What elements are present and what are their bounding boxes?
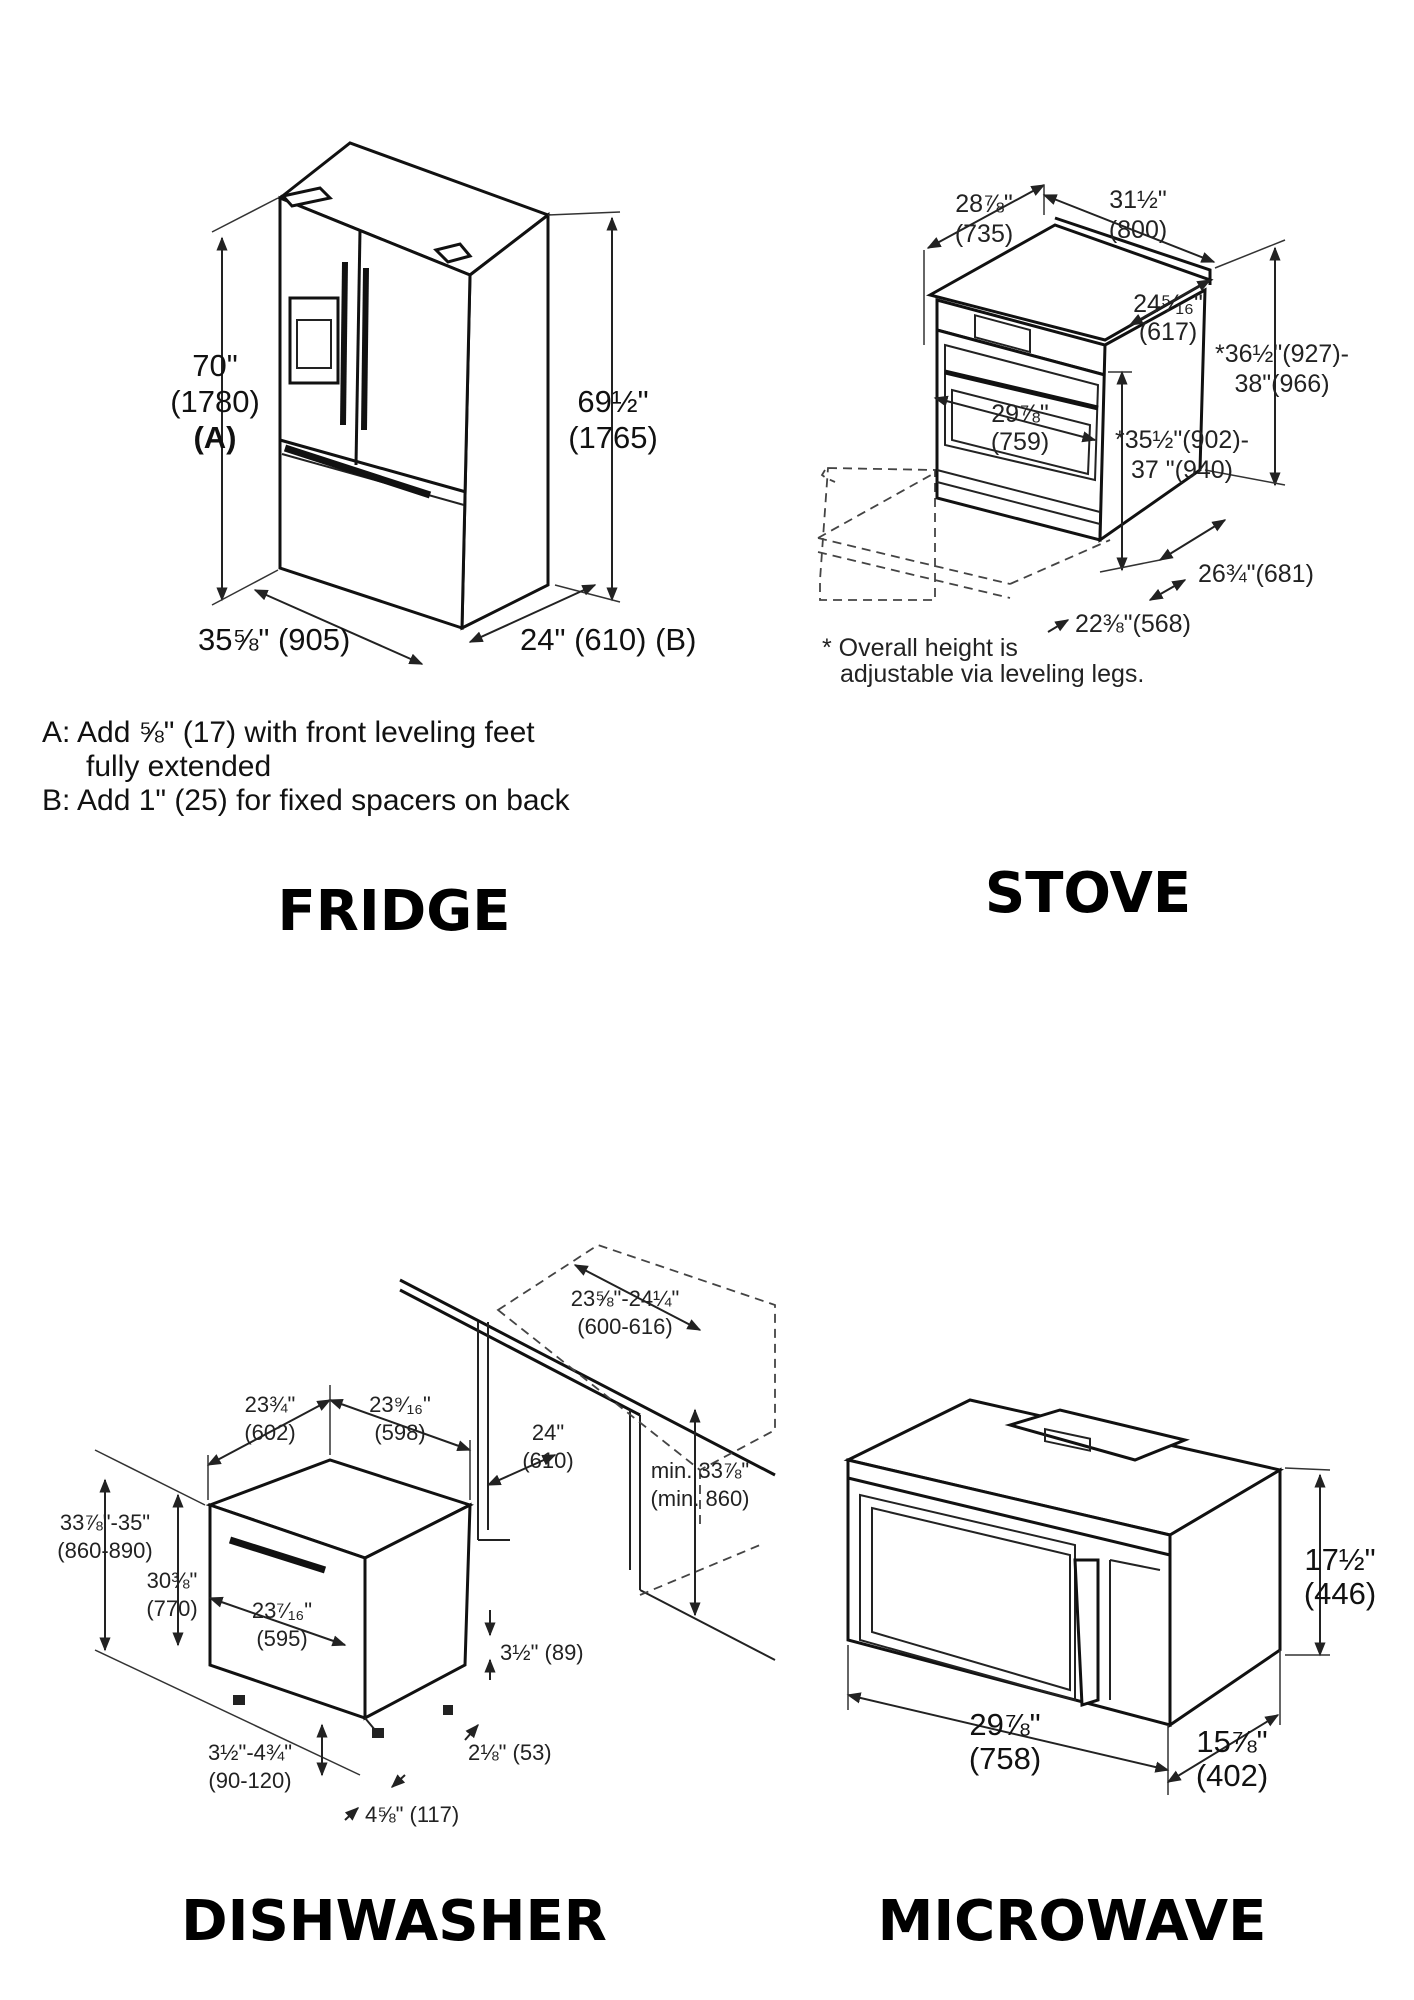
microwave-drawing [843, 1398, 1285, 1728]
dw-top-width: 23¾" [245, 1392, 296, 1417]
dishwasher-title: DISHWASHER [181, 1889, 607, 1954]
dw-top-width-mm: (602) [244, 1420, 295, 1445]
stove-overall-height-2: 38"(966) [1234, 370, 1329, 398]
stove-body-height: *35½"(902)- [1115, 426, 1249, 454]
microwave-title: MICROWAVE [878, 1889, 1267, 1954]
dw-body-height-mm: (770) [146, 1596, 197, 1621]
stove-cooktop-depth-mm: (617) [1139, 318, 1197, 346]
dw-leg-offset: 4⅝" (117) [365, 1802, 459, 1827]
fridge-width: 35⅝" (905) [198, 622, 350, 657]
dw-top-depth-mm: (598) [374, 1420, 425, 1445]
dw-min-height-mm: (min. 860) [650, 1486, 749, 1511]
stove-note-line2: adjustable via leveling legs. [840, 660, 1144, 688]
stove-depth-top-mm: (735) [955, 220, 1013, 248]
dw-leg-range: 3½"-4¾" [208, 1740, 292, 1765]
stove-front-width: 29⅞" [991, 400, 1049, 428]
fridge-title: FRIDGE [278, 879, 511, 944]
dw-cabinet-depth-mm: (610) [522, 1448, 573, 1473]
stove-dimension-lines [923, 184, 1286, 633]
fridge-height-left: 70" [192, 348, 238, 383]
dw-leg-range-mm: (90-120) [208, 1768, 291, 1793]
fridge-note-a-cont: fully extended [86, 750, 271, 783]
fridge-dimension-lines [211, 197, 621, 665]
stove-front-width-mm: (759) [991, 428, 1049, 456]
stove-depth-568: 22⅜"(568) [1075, 610, 1191, 638]
stove-width-top: 31½" [1109, 186, 1167, 214]
microwave-height-mm: (446) [1304, 1576, 1376, 1611]
stove-note-line1: * Overall height is [822, 634, 1018, 662]
fridge-note-b: B: Add 1" (25) for fixed spacers on back [42, 784, 571, 817]
dw-overall-height: 33⅞"-35" [60, 1510, 150, 1535]
dw-front-width-mm: (595) [256, 1626, 307, 1651]
dw-front-width: 23⁷⁄₁₆" [252, 1598, 312, 1623]
dw-body-height: 30⅜" [147, 1568, 198, 1593]
fridge-height-left-note: (A) [193, 420, 236, 455]
stove-depth-top: 28⅞" [955, 190, 1013, 218]
stove-body-height-2: 37 "(940) [1131, 456, 1233, 484]
stove-width-top-mm: (800) [1109, 216, 1167, 244]
stove-overall-height: *36½"(927)- [1215, 340, 1349, 368]
dw-kick-height: 3½" (89) [500, 1640, 584, 1665]
microwave-height: 17½" [1304, 1542, 1375, 1577]
fridge-height-right: 69½" [577, 384, 648, 419]
fridge-depth: 24" (610) (B) [520, 622, 696, 657]
fridge-note-a: A: Add ⅝" (17) with front leveling feet [42, 716, 535, 749]
fridge-height-left-mm: (1780) [170, 384, 260, 419]
dishwasher-dimension-lines [94, 1264, 702, 1821]
microwave-width-mm: (758) [969, 1741, 1041, 1776]
stove-depth-681: 26¾"(681) [1198, 560, 1314, 588]
stove-cooktop-depth: 24⁵⁄₁₆" [1133, 290, 1203, 318]
stove-title: STOVE [985, 861, 1191, 926]
dw-kick-depth: 2⅛" (53) [468, 1740, 552, 1765]
dw-opening-width: 23⅝"-24¼" [571, 1286, 680, 1311]
microwave-width: 29⅞" [969, 1707, 1040, 1742]
fridge-height-right-mm: (1765) [568, 420, 658, 455]
microwave-dimension-lines [846, 1467, 1331, 1795]
dw-min-height: min. 33⅞" [651, 1458, 749, 1483]
dw-opening-width-mm: (600-616) [577, 1314, 672, 1339]
microwave-depth-mm: (402) [1196, 1758, 1268, 1793]
dw-top-depth: 23⁹⁄₁₆" [369, 1392, 431, 1417]
dw-overall-height-mm: (860-890) [57, 1538, 152, 1563]
microwave-depth: 15⅞" [1196, 1724, 1267, 1759]
fridge-drawing [277, 141, 552, 631]
dw-cabinet-depth: 24" [532, 1420, 564, 1445]
